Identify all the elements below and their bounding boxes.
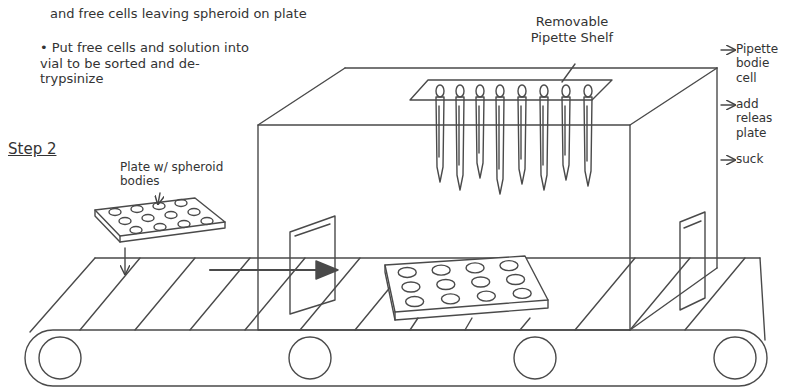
spheroid-well <box>441 294 459 304</box>
note-arrow <box>721 104 735 105</box>
spheroid-plate <box>95 198 225 242</box>
pipette-line <box>498 106 499 169</box>
note-text: and free cells leaving spheroid on plate <box>50 6 330 22</box>
door-opening <box>290 212 705 314</box>
pipette-line <box>564 106 565 155</box>
spheroid-well <box>513 288 531 298</box>
pipette <box>476 97 484 178</box>
note-text: add releas plate <box>736 97 790 140</box>
pipette <box>584 97 592 186</box>
spheroid-well <box>466 263 484 273</box>
note-arrow <box>721 49 735 50</box>
pipette-bulb <box>456 85 464 97</box>
spheroid-well <box>398 267 416 277</box>
leader-line <box>158 193 160 204</box>
pipette <box>456 97 464 190</box>
note-arrow <box>721 159 735 160</box>
spheroid-well <box>437 280 455 290</box>
pipette-bulb <box>540 85 548 97</box>
pipette <box>518 97 526 184</box>
feed-arrow <box>210 261 338 279</box>
pipette <box>562 97 570 180</box>
pipette-bulb <box>476 85 484 97</box>
pipette-line <box>438 106 439 157</box>
note-text: suck <box>736 152 790 166</box>
spheroid-well <box>507 275 525 285</box>
pipette-line <box>542 106 543 165</box>
pipette-bulb <box>584 85 592 97</box>
machine-housing <box>258 68 717 330</box>
spheroid-well <box>500 261 518 271</box>
note-text: • Put free cells and solution into vial … <box>40 40 255 87</box>
step-heading: Step 2 <box>8 140 88 158</box>
pipette-line <box>478 106 479 153</box>
part-label: Plate w/ spheroid bodies <box>120 160 225 189</box>
pipette <box>436 97 444 182</box>
down-arrow <box>124 248 125 274</box>
pipette <box>496 97 504 194</box>
spheroid-well <box>406 297 424 307</box>
spheroid-well <box>472 277 490 287</box>
pipette-bulb <box>562 85 570 97</box>
pipette-set <box>436 85 592 194</box>
part-label: Removable Pipette Shelf <box>522 14 622 45</box>
spheroid-plate <box>385 256 548 320</box>
belt-roller <box>39 337 756 379</box>
leader-line <box>562 64 575 82</box>
pipette-line <box>520 106 521 159</box>
pipette <box>540 97 548 190</box>
pipette-line <box>586 106 587 161</box>
pipette-line <box>458 106 459 165</box>
spheroid-well <box>432 265 450 275</box>
pipette-bulb <box>436 85 444 97</box>
note-text: Pipette bodie cell <box>736 42 790 85</box>
pipette-bulb <box>518 85 526 97</box>
spheroid-well <box>402 282 420 292</box>
spheroid-well <box>477 291 495 301</box>
pipette-bulb <box>496 85 504 97</box>
